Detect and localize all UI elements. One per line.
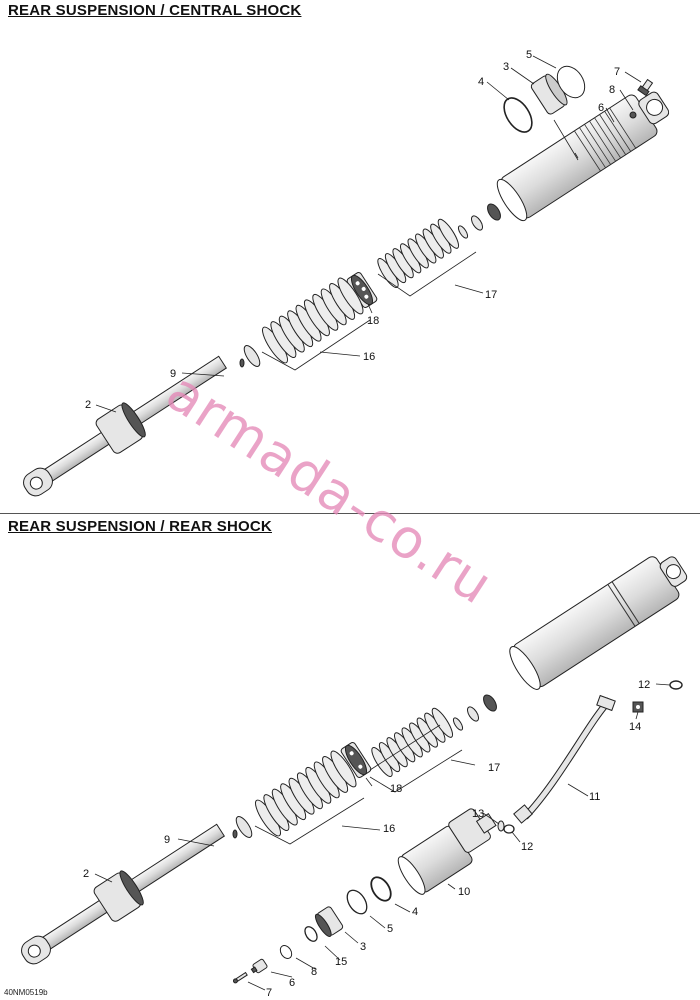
rear-shaft-9 bbox=[21, 823, 226, 965]
label-rear-12-bottom: 12 bbox=[521, 841, 533, 853]
rear-shock-body bbox=[509, 556, 688, 690]
drawing-code: 40NM0519b bbox=[4, 988, 48, 997]
label-central-9: 9 bbox=[170, 368, 176, 380]
central-shock-assembly: 5 3 4 7 8 6 17 18 16 9 2 bbox=[23, 49, 670, 497]
rear-spring-16 bbox=[255, 750, 357, 837]
label-central-7: 7 bbox=[614, 66, 620, 78]
label-rear-8: 8 bbox=[311, 966, 317, 978]
label-rear-18: 18 bbox=[390, 783, 402, 795]
label-rear-4: 4 bbox=[412, 906, 418, 918]
central-spacer-18 bbox=[346, 272, 378, 308]
label-central-5: 5 bbox=[526, 49, 532, 61]
label-rear-17: 17 bbox=[488, 762, 500, 774]
label-rear-9: 9 bbox=[164, 834, 170, 846]
label-rear-15: 15 bbox=[335, 956, 347, 968]
central-shaft-9 bbox=[23, 355, 228, 497]
label-central-18: 18 bbox=[367, 315, 379, 327]
label-rear-16: 16 bbox=[383, 823, 395, 835]
central-spring-16 bbox=[262, 277, 364, 364]
label-central-16: 16 bbox=[363, 351, 375, 363]
label-rear-12-top: 12 bbox=[638, 679, 650, 691]
label-central-6: 6 bbox=[598, 102, 604, 114]
label-rear-14: 14 bbox=[629, 721, 641, 733]
section-title-central-shock: REAR SUSPENSION / CENTRAL SHOCK bbox=[8, 2, 302, 19]
section-title-rear-shock: REAR SUSPENSION / REAR SHOCK bbox=[8, 518, 272, 535]
label-rear-7: 7 bbox=[266, 987, 272, 999]
label-central-4: 4 bbox=[478, 76, 484, 88]
label-rear-2: 2 bbox=[83, 868, 89, 880]
label-central-2: 2 bbox=[85, 399, 91, 411]
rear-shock-assembly: 12 14 11 13 12 17 18 16 9 2 10 4 5 3 15 … bbox=[21, 556, 688, 999]
label-rear-11: 11 bbox=[589, 791, 600, 803]
label-rear-6: 6 bbox=[289, 977, 295, 989]
label-rear-5: 5 bbox=[387, 923, 393, 935]
label-central-3: 3 bbox=[503, 61, 509, 73]
label-central-17: 17 bbox=[485, 289, 497, 301]
central-spring-17 bbox=[377, 218, 460, 289]
label-rear-13: 13 bbox=[472, 808, 484, 820]
rear-spacer-18 bbox=[340, 742, 372, 778]
section-divider bbox=[0, 513, 700, 514]
rear-spring-17 bbox=[371, 707, 454, 778]
label-central-8: 8 bbox=[609, 84, 615, 96]
label-rear-3: 3 bbox=[360, 941, 366, 953]
label-rear-10: 10 bbox=[458, 886, 470, 898]
reservoir-10 bbox=[397, 808, 497, 895]
central-shock-body bbox=[496, 91, 670, 222]
